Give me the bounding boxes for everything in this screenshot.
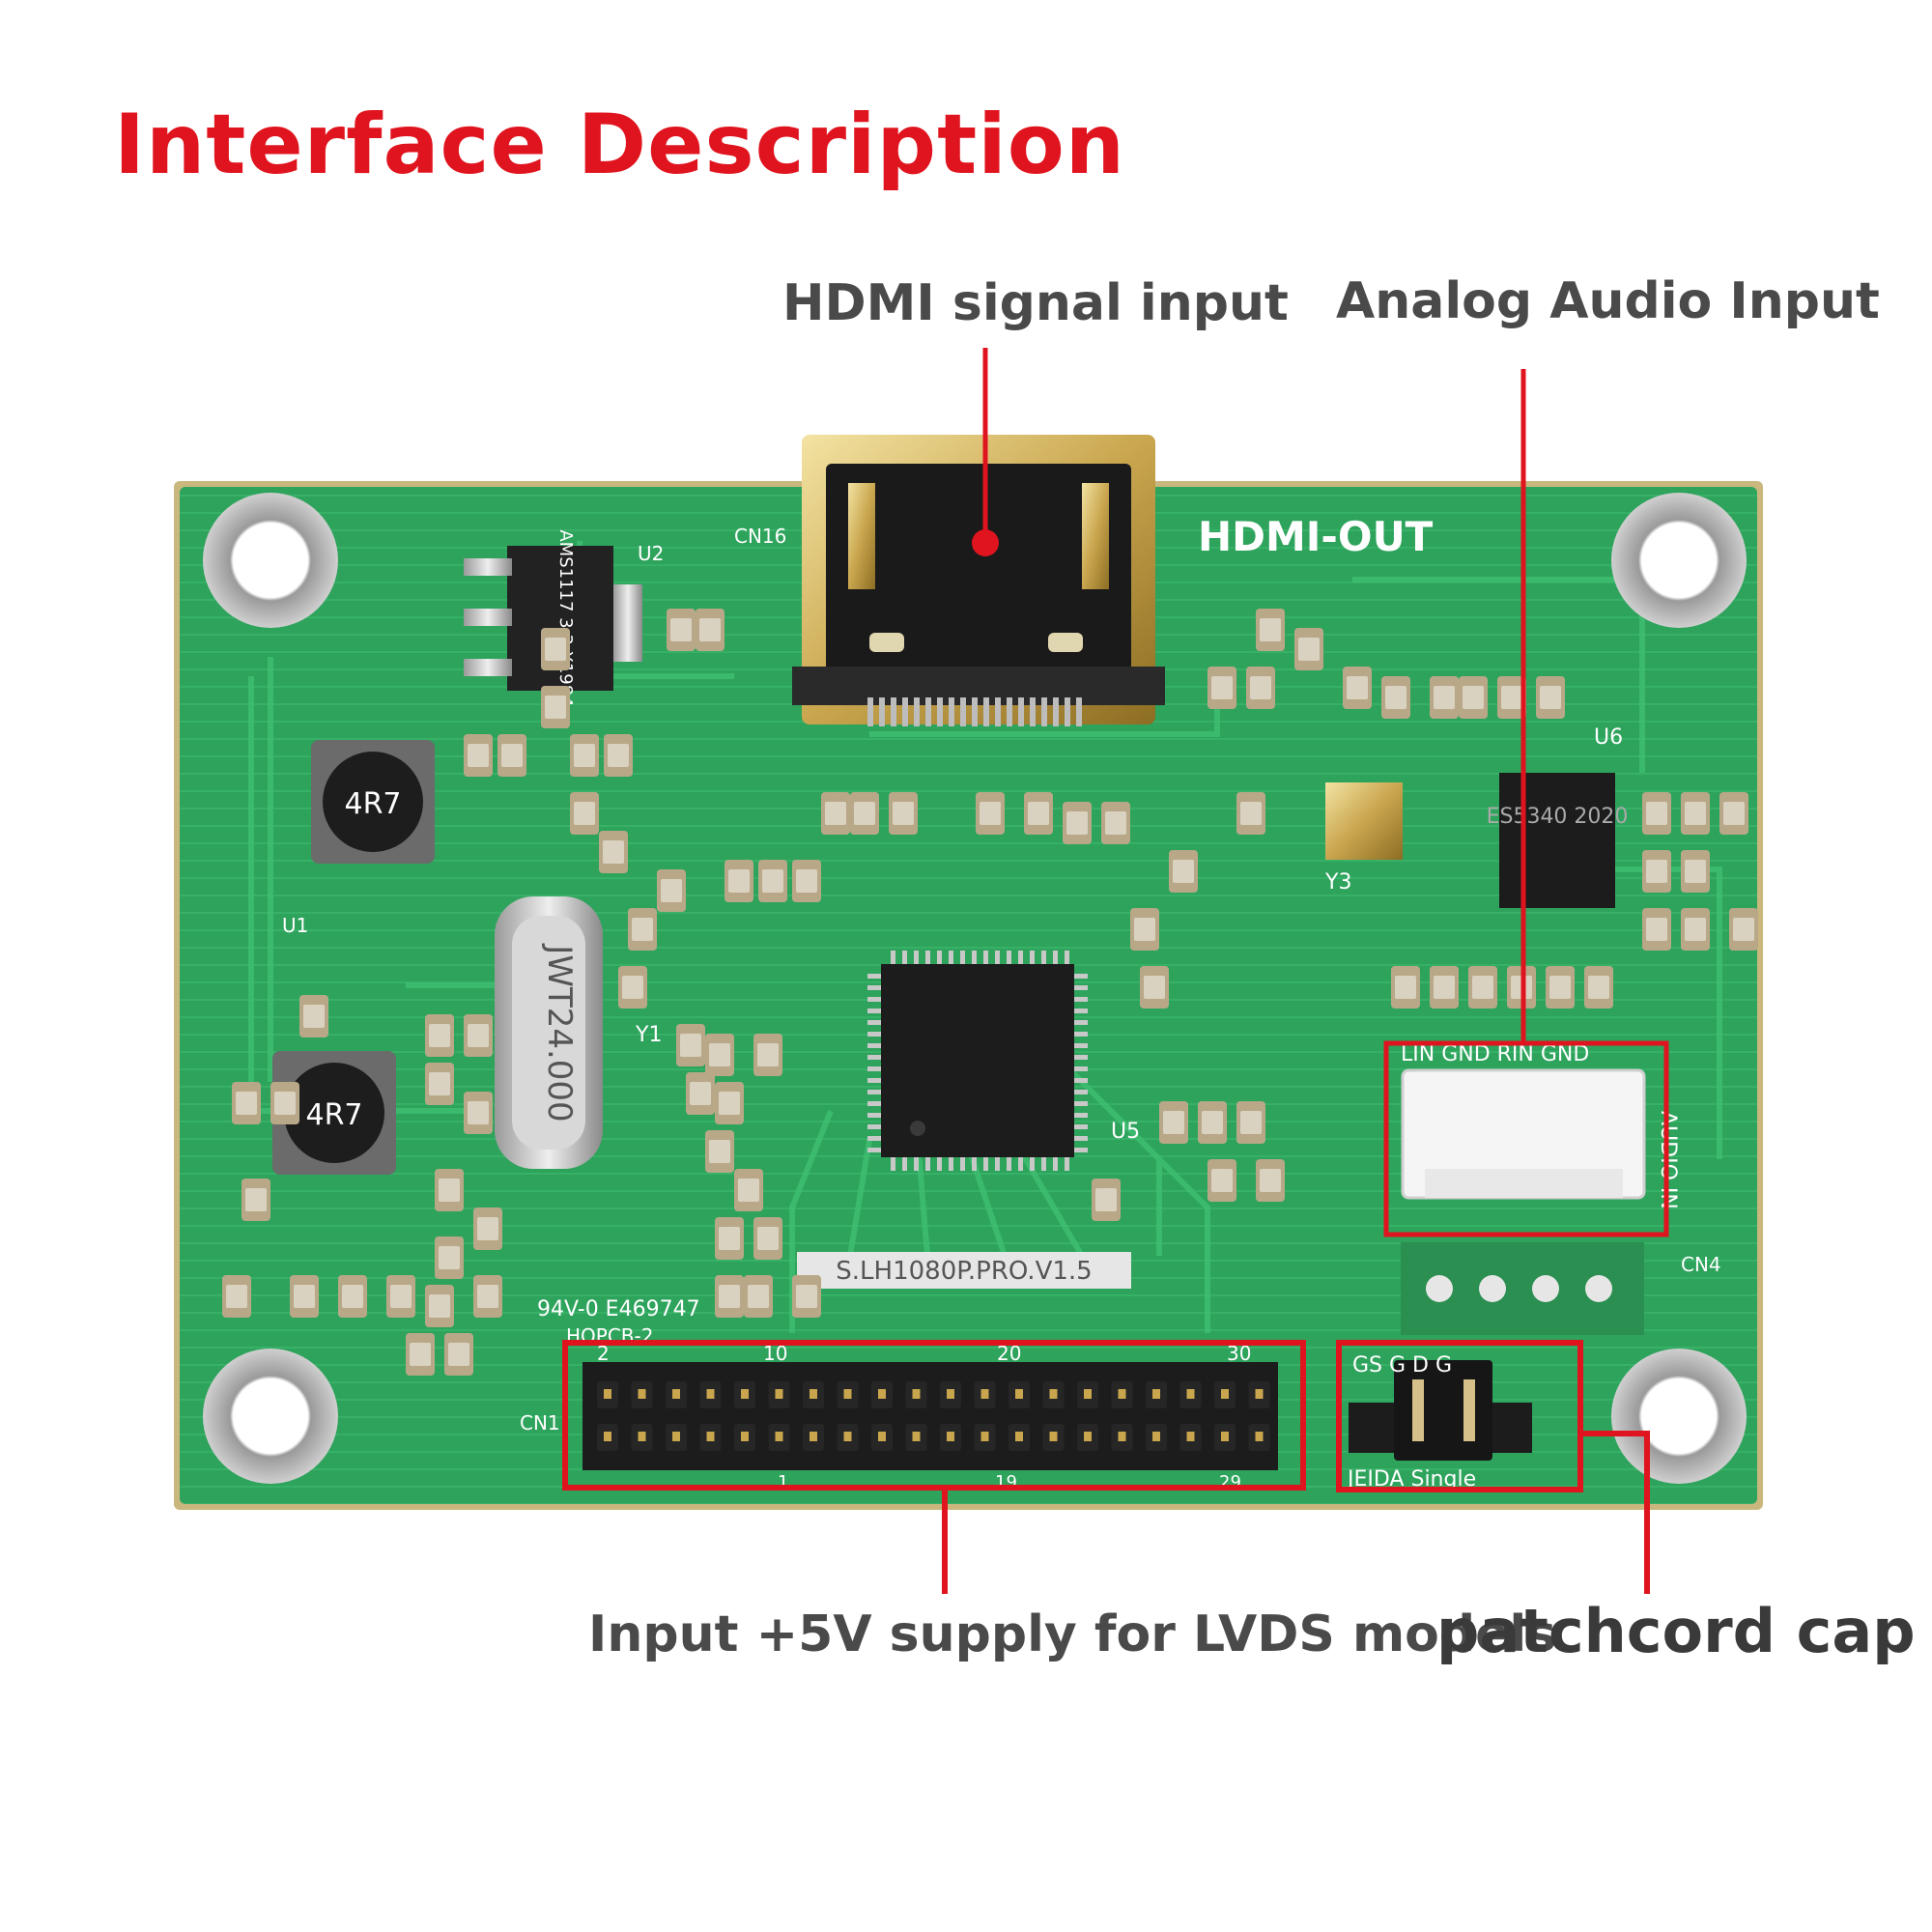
u5-label: U5 (1111, 1120, 1140, 1144)
audio-chip-marking: ES5340 2020 (1487, 805, 1629, 829)
callout-lvds (562, 1340, 1306, 1594)
hdmi-pointer-dot (972, 529, 999, 556)
mount-hole-bl (203, 1349, 338, 1484)
page-title: Interface Description (114, 97, 1125, 193)
cn16-label: CN16 (734, 525, 786, 548)
callout-audio (1383, 369, 1669, 1237)
audio-chip-u6: ES5340 2020 U6 (1487, 725, 1629, 908)
jumper-pin-labels: GS G D G (1352, 1353, 1452, 1378)
inductor-1-marking: 4R7 (344, 787, 401, 821)
hdmi-connector (792, 435, 1165, 726)
y1-label: Y1 (635, 1023, 662, 1047)
cert-label: 94V-0 E469747 (537, 1297, 700, 1321)
u6-label: U6 (1594, 725, 1623, 750)
cn1-label: CN1 (520, 1411, 560, 1435)
y3-label: Y3 (1324, 870, 1351, 895)
mount-hole-tl (203, 493, 338, 628)
mount-hole-br (1611, 1349, 1747, 1484)
u1-label: U1 (282, 914, 308, 937)
crystal-y1: JWT24.000 Y1 (495, 896, 662, 1169)
pin-number: 1 (778, 1472, 788, 1492)
callout-lvds-label: Input +5V supply for LVDS models (588, 1605, 1557, 1663)
callout-hdmi-label: HDMI signal input (782, 274, 1289, 332)
inductor-2-marking: 4R7 (305, 1098, 362, 1132)
hdmi-out-label: HDMI-OUT (1198, 513, 1434, 560)
cn4-header: CN4 (1401, 1242, 1721, 1335)
callout-jumper (1336, 1340, 1650, 1594)
regulator-marking: AMS1117 3.3 X1984 (555, 529, 576, 706)
crystal-marking: JWT24.000 (540, 943, 579, 1122)
inductor-1: 4R7 (311, 740, 435, 864)
jumper-cn6: JEIDA Single GS G D G (1346, 1353, 1532, 1492)
main-chip-u5: U5 (867, 951, 1140, 1171)
mount-hole-tr (1611, 493, 1747, 628)
u2-label: U2 (638, 542, 664, 565)
board-model-label: S.LH1080P.PRO.V1.5 (836, 1257, 1092, 1286)
cn4-label: CN4 (1681, 1253, 1721, 1276)
callout-jumper-label: patchcord cap (1436, 1596, 1916, 1666)
lvds-pin-header-cn1: CN1 (520, 1362, 1278, 1470)
inductor-2: 4R7 (272, 1051, 396, 1175)
callout-audio-label: Analog Audio Input (1336, 272, 1880, 330)
audio-pin-labels: LIN GND RIN GND (1401, 1042, 1589, 1066)
crystal-y3: Y3 (1324, 782, 1403, 895)
smd-components (222, 609, 1758, 1376)
pin-number: 2 (597, 1342, 610, 1365)
